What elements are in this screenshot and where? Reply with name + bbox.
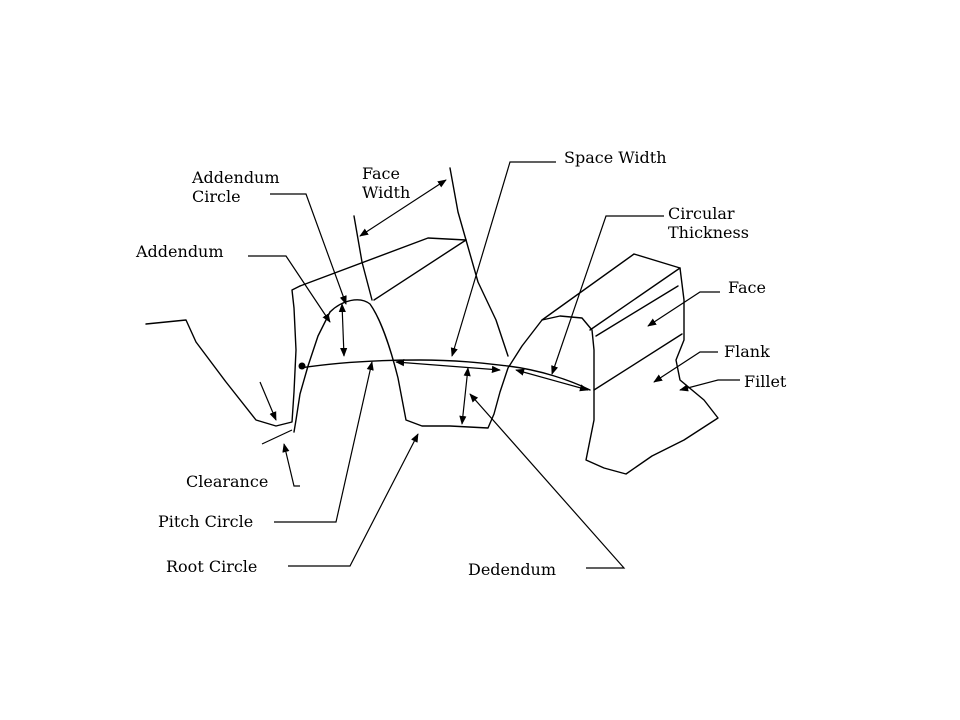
- label-space-width: Space Width: [564, 148, 667, 167]
- dedendum-dim-arrow: [459, 367, 471, 425]
- face-mid-line: [595, 285, 679, 337]
- space-guide-left: [449, 167, 467, 241]
- face-width-edge-a: [299, 237, 467, 287]
- circular-thickness-dim-arrow: [515, 368, 589, 392]
- clearance-upper-arrow: [259, 381, 277, 421]
- label-circular-thickness: Circular Thickness: [668, 204, 749, 242]
- label-addendum-circle: Addendum Circle: [192, 168, 280, 206]
- space-width-leader: [450, 161, 556, 357]
- pitch-circle-arc: [299, 359, 591, 391]
- face-width-dim-arrow: [359, 179, 447, 237]
- fillet-leader: [679, 379, 740, 392]
- dedendum-leader: [469, 393, 626, 569]
- face-right-upper-line: [593, 333, 683, 391]
- label-root-circle: Root Circle: [166, 557, 258, 576]
- face-width-guide: [353, 215, 373, 301]
- flank-leader: [653, 351, 718, 383]
- space-width-dim-arrow: [395, 359, 501, 373]
- root-circle-leader: [288, 433, 419, 567]
- tooth-top-face: [541, 253, 681, 331]
- label-flank: Flank: [724, 342, 770, 361]
- face-width-edge-b: [373, 239, 467, 301]
- label-addendum: Addendum: [136, 242, 224, 261]
- addendum-leader: [248, 255, 331, 323]
- addendum-circle-leader: [270, 193, 347, 305]
- label-clearance: Clearance: [186, 472, 269, 491]
- label-face: Face: [728, 278, 766, 297]
- face-width-edge-c: [465, 239, 509, 357]
- pitch-point-dot: [298, 362, 306, 370]
- label-pitch-circle: Pitch Circle: [158, 512, 254, 531]
- label-dedendum: Dedendum: [468, 560, 557, 579]
- label-face-width: Face Width: [362, 164, 411, 202]
- clearance-leader: [282, 443, 300, 487]
- face-leader: [647, 291, 720, 327]
- addendum-dim-arrow: [338, 303, 348, 357]
- pitch-circle-leader: [274, 361, 374, 523]
- label-fillet: Fillet: [744, 372, 787, 391]
- circular-thickness-leader: [551, 215, 664, 375]
- gear-profile-outline: [145, 267, 719, 475]
- tooth-left-flank: [293, 311, 331, 433]
- clearance-line: [261, 429, 293, 445]
